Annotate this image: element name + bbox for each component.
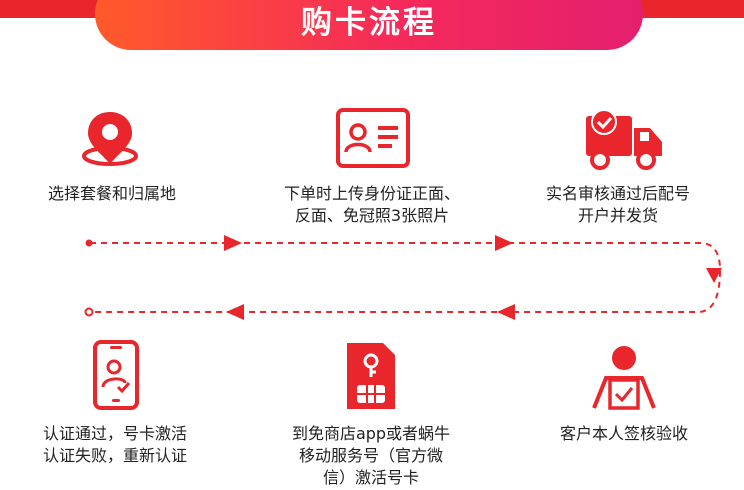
step-upload-id-label: 下单时上传身份证正面、 反面、免冠照3张照片 — [283, 184, 460, 225]
flow-end-dot — [84, 307, 94, 317]
flow-arrow-left-2 — [226, 304, 244, 320]
step-review-ship-label: 实名审核通过后配号 开户并发货 — [545, 184, 690, 225]
title-banner: 购卡流程 — [95, 0, 643, 50]
flow-arrow-left-1 — [497, 304, 515, 320]
flow-arrow-down — [706, 268, 722, 283]
step-activation-result-label: 认证通过，号卡激活 认证失败，重新认证 — [42, 424, 187, 465]
flow-arrow-right-2 — [495, 235, 513, 251]
flow-arrow-right-1 — [224, 235, 242, 251]
flow-start-dot — [85, 239, 93, 247]
location-pin-icon — [82, 112, 138, 166]
id-card-icon — [336, 108, 410, 168]
step-select-plan-label: 选择套餐和归属地 — [47, 184, 176, 203]
step-activate-card-label: 到免商店app或者蜗牛 移动服务号（官方微 信）激活号卡 — [291, 424, 451, 487]
phone-verify-icon — [93, 340, 139, 410]
person-checklist-icon — [592, 346, 656, 410]
flow-dashed-line — [90, 242, 722, 313]
page-title: 购卡流程 — [301, 5, 437, 41]
delivery-truck-icon — [586, 109, 662, 170]
step-customer-sign-label: 客户本人签核验收 — [559, 424, 688, 443]
sim-card-key-icon — [347, 343, 395, 409]
